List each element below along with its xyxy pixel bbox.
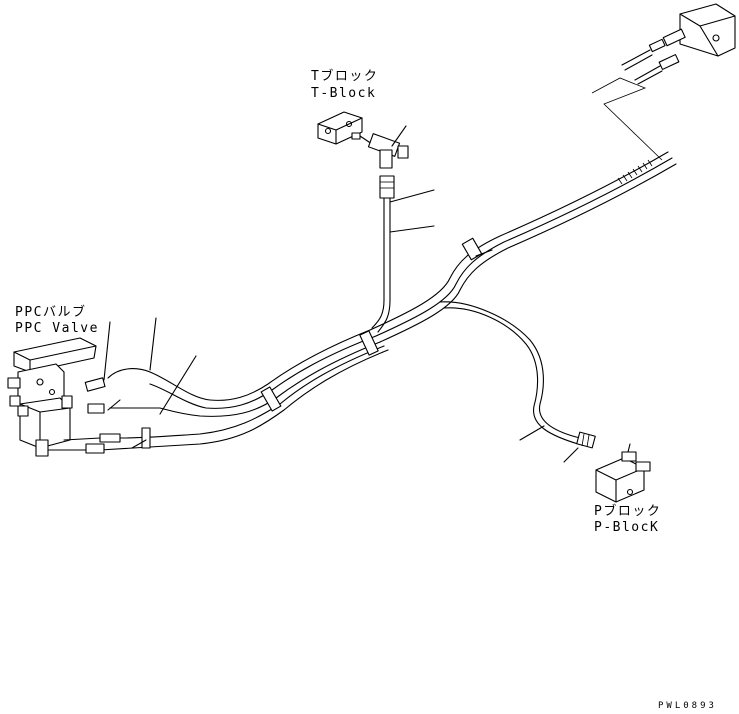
p-block-label-en: P-BlocK	[594, 520, 660, 535]
drawing-code: PWL0893	[658, 701, 717, 711]
hose-bundle-right	[369, 151, 677, 343]
top-right-block	[591, 3, 736, 161]
t-block-label-en: T-Block	[311, 86, 377, 101]
ppc-valve	[7, 337, 121, 457]
t-block-label-jp: Tブロック	[311, 69, 379, 84]
p-block	[595, 443, 651, 503]
hose-bundle-center	[99, 317, 389, 451]
ppc-valve-label-jp: PPCバルブ	[15, 305, 87, 320]
p-block-branch	[439, 301, 596, 463]
ppc-valve-label-en: PPC Valve	[15, 321, 99, 336]
t-block	[317, 111, 435, 333]
p-block-label-jp: Pブロック	[594, 504, 662, 519]
